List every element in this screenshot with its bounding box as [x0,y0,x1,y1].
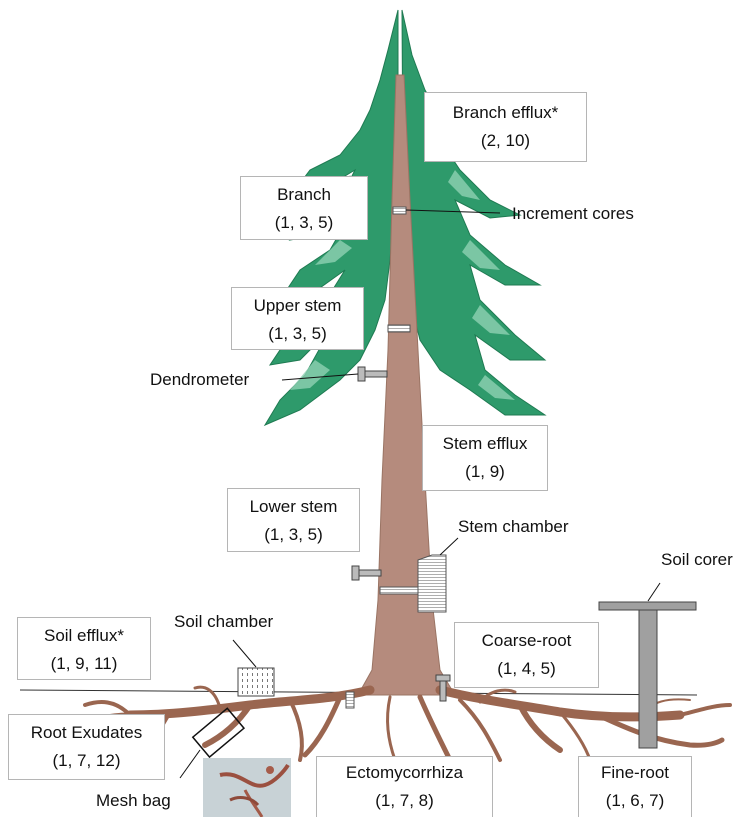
soil-corer-leader [647,582,661,602]
increment-cores-label: Increment cores [512,204,634,223]
ectomycorrhiza-label: Ectomycorrhiza [345,763,464,782]
root-exudates-box: Root Exudates (1, 7, 12) [8,714,165,780]
coarse-root-refs: (1, 4, 5) [497,659,556,678]
lower-stem-box: Lower stem (1, 3, 5) [227,488,360,552]
dendrometer-lower [351,565,382,581]
increment-cores-leader [405,209,501,214]
coarse-root-dendrometer [435,674,451,702]
upper-stem-refs: (1, 3, 5) [268,324,327,343]
fine-root-label: Fine-root [600,763,670,782]
stem-efflux-box: Stem efflux (1, 9) [422,425,548,491]
lower-stem-label: Lower stem [249,497,338,516]
coarse-root-box: Coarse-root (1, 4, 5) [454,622,599,688]
ectomycorrhiza-refs: (1, 7, 8) [375,791,434,810]
root-core [345,691,355,709]
soil-chamber-label: Soil chamber [174,612,274,631]
mesh-bag-photo [203,758,291,817]
stem-chamber-label: Stem chamber [458,517,569,536]
soil-chamber [237,667,275,697]
soil-efflux-refs: (1, 9, 11) [50,654,118,673]
root-exudates-label: Root Exudates [30,723,143,742]
increment-core-lower-stem [379,586,419,595]
branch-efflux-refs: (2, 10) [480,131,531,150]
soil-corer [598,601,697,749]
ectomycorrhiza-box: Ectomycorrhiza (1, 7, 8) [316,756,493,817]
soil-efflux-box: Soil efflux* (1, 9, 11) [17,617,151,680]
soil-corer-label: Soil corer [661,550,733,569]
increment-core-upper-stem [387,324,411,333]
dendrometer-label: Dendrometer [150,370,250,389]
branch-efflux-box: Branch efflux* (2, 10) [424,92,587,162]
mesh-bag [191,707,246,759]
dendrometer-upper [357,366,388,382]
soil-chamber-leader [232,639,257,668]
increment-core-branch [392,206,407,215]
stem-chamber [417,554,447,613]
root-exudates-refs: (1, 7, 12) [52,751,121,770]
stem-efflux-refs: (1, 9) [465,462,505,481]
lower-stem-refs: (1, 3, 5) [264,525,323,544]
upper-stem-label: Upper stem [253,296,342,315]
coarse-root-label: Coarse-root [481,631,572,650]
branch-box: Branch (1, 3, 5) [240,176,368,240]
branch-efflux-label: Branch efflux* [452,103,559,122]
dendrometer-leader [281,373,359,381]
branch-label: Branch [277,185,331,204]
stem-chamber-leader [439,537,459,556]
mesh-bag-label: Mesh bag [96,791,171,810]
upper-stem-box: Upper stem (1, 3, 5) [231,287,364,350]
fine-root-refs: (1, 6, 7) [605,791,665,810]
mesh-bag-leader [179,749,201,779]
fine-root-box: Fine-root (1, 6, 7) [578,756,692,817]
branch-refs: (1, 3, 5) [274,213,334,232]
soil-efflux-label: Soil efflux* [43,626,124,645]
stem-efflux-label: Stem efflux [442,434,528,453]
